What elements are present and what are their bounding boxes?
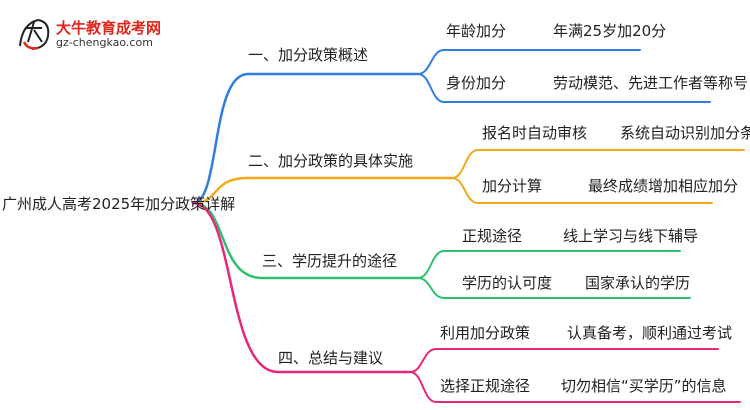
leaf-1-1-detail: 年满25岁加20分 bbox=[553, 22, 667, 40]
leaf-2-2-label: 加分计算 bbox=[482, 177, 543, 195]
leaf-3-1-label: 正规途径 bbox=[462, 227, 523, 245]
leaf-1-2-label: 身份加分 bbox=[446, 74, 507, 92]
branch-4-connector bbox=[191, 201, 412, 374]
leaf-1-2-detail: 劳动模范、先进工作者等称号 bbox=[553, 74, 749, 92]
leaf-1-1-connector bbox=[417, 49, 641, 75]
leaf-2-1-detail: 系统自动识别加分条件 bbox=[620, 124, 750, 142]
branch-1-label: 一、加分政策概述 bbox=[248, 46, 369, 64]
leaf-2-1-connector bbox=[451, 149, 745, 179]
leaf-3-2-detail: 国家承认的学历 bbox=[585, 274, 691, 292]
root-topic: 广州成人高考2025年加分政策详解 bbox=[2, 195, 236, 213]
leaf-4-1-connector bbox=[409, 348, 719, 373]
leaf-3-2-label: 学历的认可度 bbox=[462, 274, 553, 292]
leaf-3-2-connector bbox=[417, 277, 691, 299]
logo-mark-icon bbox=[19, 18, 50, 50]
leaf-3-1-connector bbox=[417, 250, 681, 279]
branch-2-label: 二、加分政策的具体实施 bbox=[248, 152, 414, 170]
site-logo[interactable]: 大牛教育成考网 gz-chengkao.com bbox=[14, 14, 164, 54]
branch-4-label: 四、总结与建议 bbox=[278, 349, 384, 367]
leaf-1-2-connector bbox=[417, 73, 711, 103]
leaf-4-1-label: 利用加分政策 bbox=[440, 324, 531, 342]
branch-1-connector bbox=[191, 72, 420, 205]
logo-url: gz-chengkao.com bbox=[56, 36, 153, 49]
branch-2-connector bbox=[191, 176, 454, 205]
leaf-2-2-connector bbox=[451, 177, 713, 204]
leaf-1-1-label: 年龄加分 bbox=[446, 22, 507, 40]
leaf-3-1-detail: 线上学习与线下辅导 bbox=[563, 227, 699, 245]
leaf-4-1-detail: 认真备考，顺利通过考试 bbox=[567, 324, 733, 342]
branch-3-label: 三、学历提升的途径 bbox=[262, 252, 398, 270]
leaf-2-1-label: 报名时自动审核 bbox=[482, 124, 588, 142]
leaf-4-2-detail: 切勿相信“买学历”的信息 bbox=[561, 377, 727, 395]
logo-title: 大牛教育成考网 bbox=[56, 19, 162, 37]
leaf-2-2-detail: 最终成绩增加相应加分 bbox=[588, 177, 739, 195]
leaf-4-2-connector bbox=[409, 371, 741, 403]
leaf-4-2-label: 选择正规途径 bbox=[440, 377, 531, 395]
